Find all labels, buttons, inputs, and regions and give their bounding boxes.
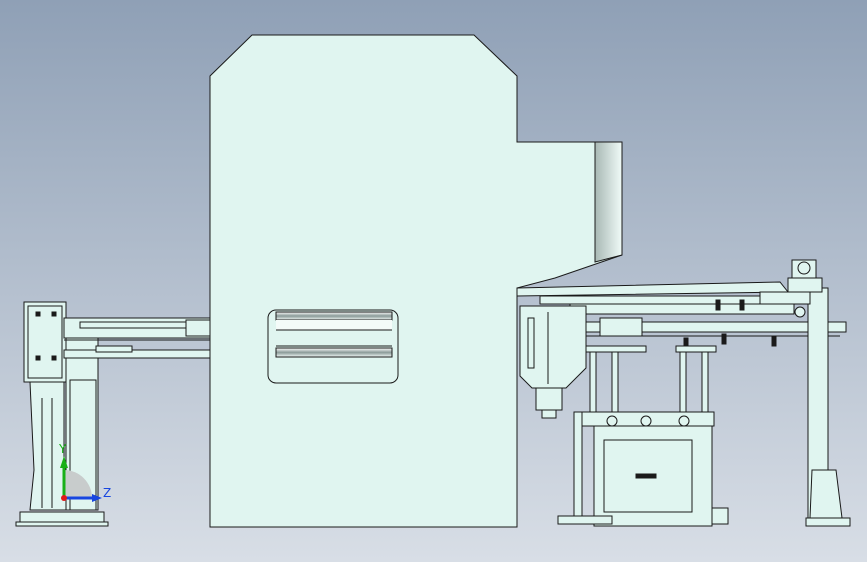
- triad-x-axis: [61, 495, 67, 501]
- right-gantry-beam[interactable]: [516, 281, 847, 337]
- press-ram-cylinder[interactable]: [594, 141, 623, 263]
- gantry-clamps: [683, 299, 777, 347]
- guide-rods: [585, 345, 717, 413]
- left-feeder-column[interactable]: [15, 301, 109, 527]
- triad-arc: [64, 470, 92, 498]
- press-window[interactable]: [267, 309, 399, 384]
- axis-z-label: Z: [103, 486, 112, 500]
- gripper-head[interactable]: [519, 305, 587, 419]
- axis-y-label: Y: [59, 442, 67, 456]
- coordinate-triad: [60, 456, 102, 502]
- left-feeder-arm[interactable]: [63, 317, 211, 359]
- motor-unit[interactable]: [759, 259, 823, 318]
- right-support-leg[interactable]: [557, 411, 729, 525]
- material-cabinet[interactable]: [581, 411, 715, 527]
- right-gantry-post[interactable]: [805, 287, 851, 527]
